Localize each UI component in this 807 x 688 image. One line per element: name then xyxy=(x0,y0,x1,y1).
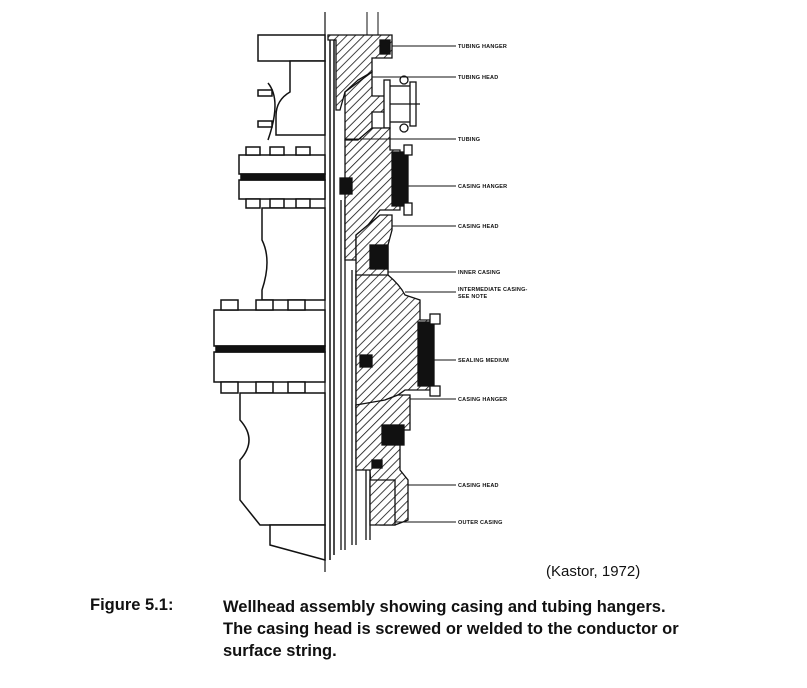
label-sealing-medium: SEALING MEDIUM xyxy=(458,358,509,364)
label-casing-hanger-upper: CASING HANGER xyxy=(458,184,507,190)
label-tubing: TUBING xyxy=(458,137,480,143)
figure-source: (Kastor, 1972) xyxy=(546,563,641,580)
caption-text: Wellhead assembly showing casing and tub… xyxy=(223,598,679,660)
caption-number: Figure 5.1: xyxy=(90,596,174,614)
label-tubing-hanger: TUBING HANGER xyxy=(458,44,507,50)
exterior-view xyxy=(213,34,326,561)
wellhead-diagram: TUBING HANGER TUBING HEAD TUBING CASING … xyxy=(213,12,528,572)
label-casing-head-lower: CASING HEAD xyxy=(458,483,499,489)
label-casing-head-upper: CASING HEAD xyxy=(458,224,499,230)
leader-lines xyxy=(345,45,456,523)
label-intermediate-casing: INTERMEDIATE CASING- xyxy=(458,287,528,293)
label-outer-casing: OUTER CASING xyxy=(458,520,503,526)
label-tubing-head: TUBING HEAD xyxy=(458,75,498,81)
label-casing-hanger-lower: CASING HANGER xyxy=(458,397,507,403)
section-view xyxy=(327,34,441,560)
label-inner-casing: INNER CASING xyxy=(458,270,500,276)
label-see-note: SEE NOTE xyxy=(458,294,488,300)
